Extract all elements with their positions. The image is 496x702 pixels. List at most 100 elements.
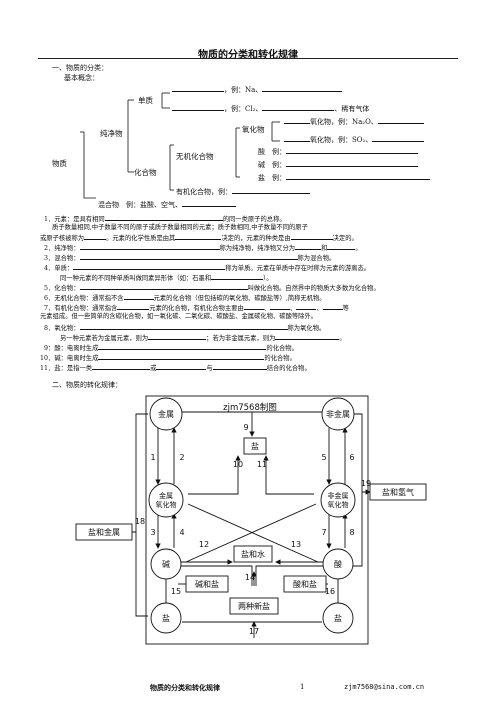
mixture-row: 混合物 例：盐酸、空气、 bbox=[98, 199, 236, 210]
node-base bbox=[150, 548, 182, 580]
blank[interactable] bbox=[275, 332, 340, 340]
blank[interactable] bbox=[262, 103, 335, 111]
rare-gas: 、稀有气体 bbox=[334, 105, 370, 113]
num-3: 3 bbox=[150, 528, 155, 537]
blank[interactable] bbox=[73, 262, 226, 270]
blank[interactable] bbox=[372, 134, 425, 142]
node-acid-salt bbox=[283, 575, 327, 593]
label-metal: 金属 bbox=[158, 409, 174, 419]
blank[interactable] bbox=[148, 332, 207, 340]
tree-compound: 化合物 bbox=[134, 168, 157, 177]
def-6: 6．无机化合物：通常指不含元素的化合物（但包括碳的氧化物、碳酸盐等）,简称无机物… bbox=[44, 292, 326, 303]
oxide-row2: 氧化物，例：SO₂、 bbox=[284, 134, 425, 145]
def-4: 4．单质：称为单质。元素在单质中存在时称为元素的游离态。 bbox=[44, 262, 370, 273]
num-18: 18 bbox=[135, 517, 145, 526]
label-base-salt: 碱和盐 bbox=[195, 579, 219, 589]
num-17: 17 bbox=[249, 627, 259, 636]
blank[interactable] bbox=[290, 232, 333, 240]
num-2: 2 bbox=[179, 453, 184, 462]
blank[interactable] bbox=[296, 302, 317, 310]
def-4b: 同一种元素的不同种单质叫做同素异形体（如：石墨和）。 bbox=[60, 272, 273, 283]
node-salt-hydrogen bbox=[369, 483, 427, 501]
oxide-row2-text: 氧化物，例：SO₂、 bbox=[310, 136, 373, 144]
label-acid-salt: 酸和盐 bbox=[293, 579, 317, 589]
blank[interactable] bbox=[79, 322, 288, 330]
def-8: 8．氧化物：称为氧化物。 bbox=[44, 322, 325, 333]
node-salt-left bbox=[150, 602, 182, 634]
label-salt-left: 盐 bbox=[162, 613, 170, 623]
base-label: 碱 例： bbox=[258, 161, 286, 169]
blank[interactable] bbox=[156, 362, 207, 370]
num-7: 7 bbox=[321, 528, 326, 537]
blank[interactable] bbox=[295, 242, 322, 250]
blank[interactable] bbox=[92, 362, 151, 370]
blank[interactable] bbox=[327, 242, 356, 250]
tree-element: 单质 bbox=[138, 96, 153, 105]
blank[interactable] bbox=[117, 302, 150, 310]
acid-row: 酸 例： bbox=[258, 146, 418, 157]
page-title: 物质的分类和转化规律 bbox=[198, 50, 298, 61]
blank[interactable] bbox=[175, 232, 222, 240]
label-base: 碱 bbox=[162, 560, 170, 569]
element-row-nonmetal: ，例：Cl₂、、稀有气体 bbox=[172, 103, 369, 114]
node-salt-metal bbox=[75, 523, 133, 541]
blank[interactable] bbox=[262, 84, 343, 92]
blank[interactable] bbox=[232, 186, 310, 194]
eg-metal: ，例：Na、 bbox=[224, 86, 263, 94]
num-1: 1 bbox=[150, 453, 155, 462]
blank[interactable] bbox=[243, 302, 264, 310]
element-row-metal: ，例：Na、 bbox=[172, 84, 343, 95]
label-two-salts: 两种新盐 bbox=[238, 601, 270, 611]
node-salt-water bbox=[233, 545, 273, 563]
salt-label: 盐 例： bbox=[258, 174, 286, 182]
def-2: 2．纯净物：称为纯净物，纯净物又分为和。 bbox=[44, 242, 362, 253]
blank[interactable] bbox=[182, 199, 236, 207]
tree-pure: 纯净物 bbox=[100, 129, 123, 138]
num-10: 10 bbox=[233, 460, 243, 469]
blank[interactable] bbox=[286, 146, 418, 154]
blank[interactable] bbox=[212, 362, 267, 370]
acid-label: 酸 例： bbox=[258, 148, 286, 156]
blank[interactable] bbox=[284, 116, 310, 124]
blank[interactable] bbox=[377, 116, 424, 124]
def-11: 11．盐：是指一类或与结合的化合物。 bbox=[40, 362, 311, 373]
blank[interactable] bbox=[123, 292, 154, 300]
node-two-salts bbox=[229, 597, 279, 615]
def-3: 3．混合物：称为混合物。 bbox=[44, 252, 335, 263]
blank[interactable] bbox=[84, 232, 107, 240]
blank[interactable] bbox=[172, 103, 224, 111]
blank[interactable] bbox=[98, 352, 265, 360]
blank[interactable] bbox=[211, 272, 264, 280]
blank[interactable] bbox=[172, 84, 224, 92]
tree-oxide: 氧化物 bbox=[242, 125, 265, 134]
num-6: 6 bbox=[349, 453, 354, 462]
blank[interactable] bbox=[270, 302, 291, 310]
label-acid: 酸 bbox=[334, 559, 342, 569]
blank[interactable] bbox=[79, 282, 248, 290]
blank[interactable] bbox=[322, 302, 343, 310]
label-salt-water: 盐和水 bbox=[241, 549, 265, 559]
label-metal-oxide-1: 金属 bbox=[159, 491, 173, 500]
num-11: 11 bbox=[257, 460, 267, 469]
oxide-row1: 氧化物，例：Na₂O、 bbox=[284, 116, 424, 127]
oxide-row1-text: 氧化物，例：Na₂O、 bbox=[310, 118, 378, 126]
num-16: 16 bbox=[325, 587, 335, 596]
blank[interactable] bbox=[79, 252, 298, 260]
def-10: 10．碱：电离时生成的化合物。 bbox=[40, 352, 296, 363]
node-metal-oxide bbox=[148, 482, 184, 518]
num-19: 19 bbox=[361, 479, 371, 488]
section2-heading: 二、物质的转化规律： bbox=[52, 381, 122, 389]
tree-brackets bbox=[80, 92, 280, 199]
blank[interactable] bbox=[104, 213, 223, 221]
blank[interactable] bbox=[286, 172, 430, 180]
def-1c: 或原子核被称为。元素的化学性质是由其决定的，元素的种类是由决定的。 bbox=[40, 232, 358, 243]
blank[interactable] bbox=[98, 342, 267, 350]
blank[interactable] bbox=[284, 134, 310, 142]
node-acid bbox=[322, 548, 354, 580]
def-1: 1．元素：是具有相同的同一类原子的总称。 bbox=[44, 213, 286, 224]
salt-row: 盐 例： bbox=[258, 172, 430, 183]
blank[interactable] bbox=[286, 159, 418, 167]
def-9: 9：酸：电离时生成的化合物。 bbox=[44, 342, 298, 353]
blank[interactable] bbox=[79, 242, 220, 250]
num-15: 15 bbox=[171, 587, 181, 596]
